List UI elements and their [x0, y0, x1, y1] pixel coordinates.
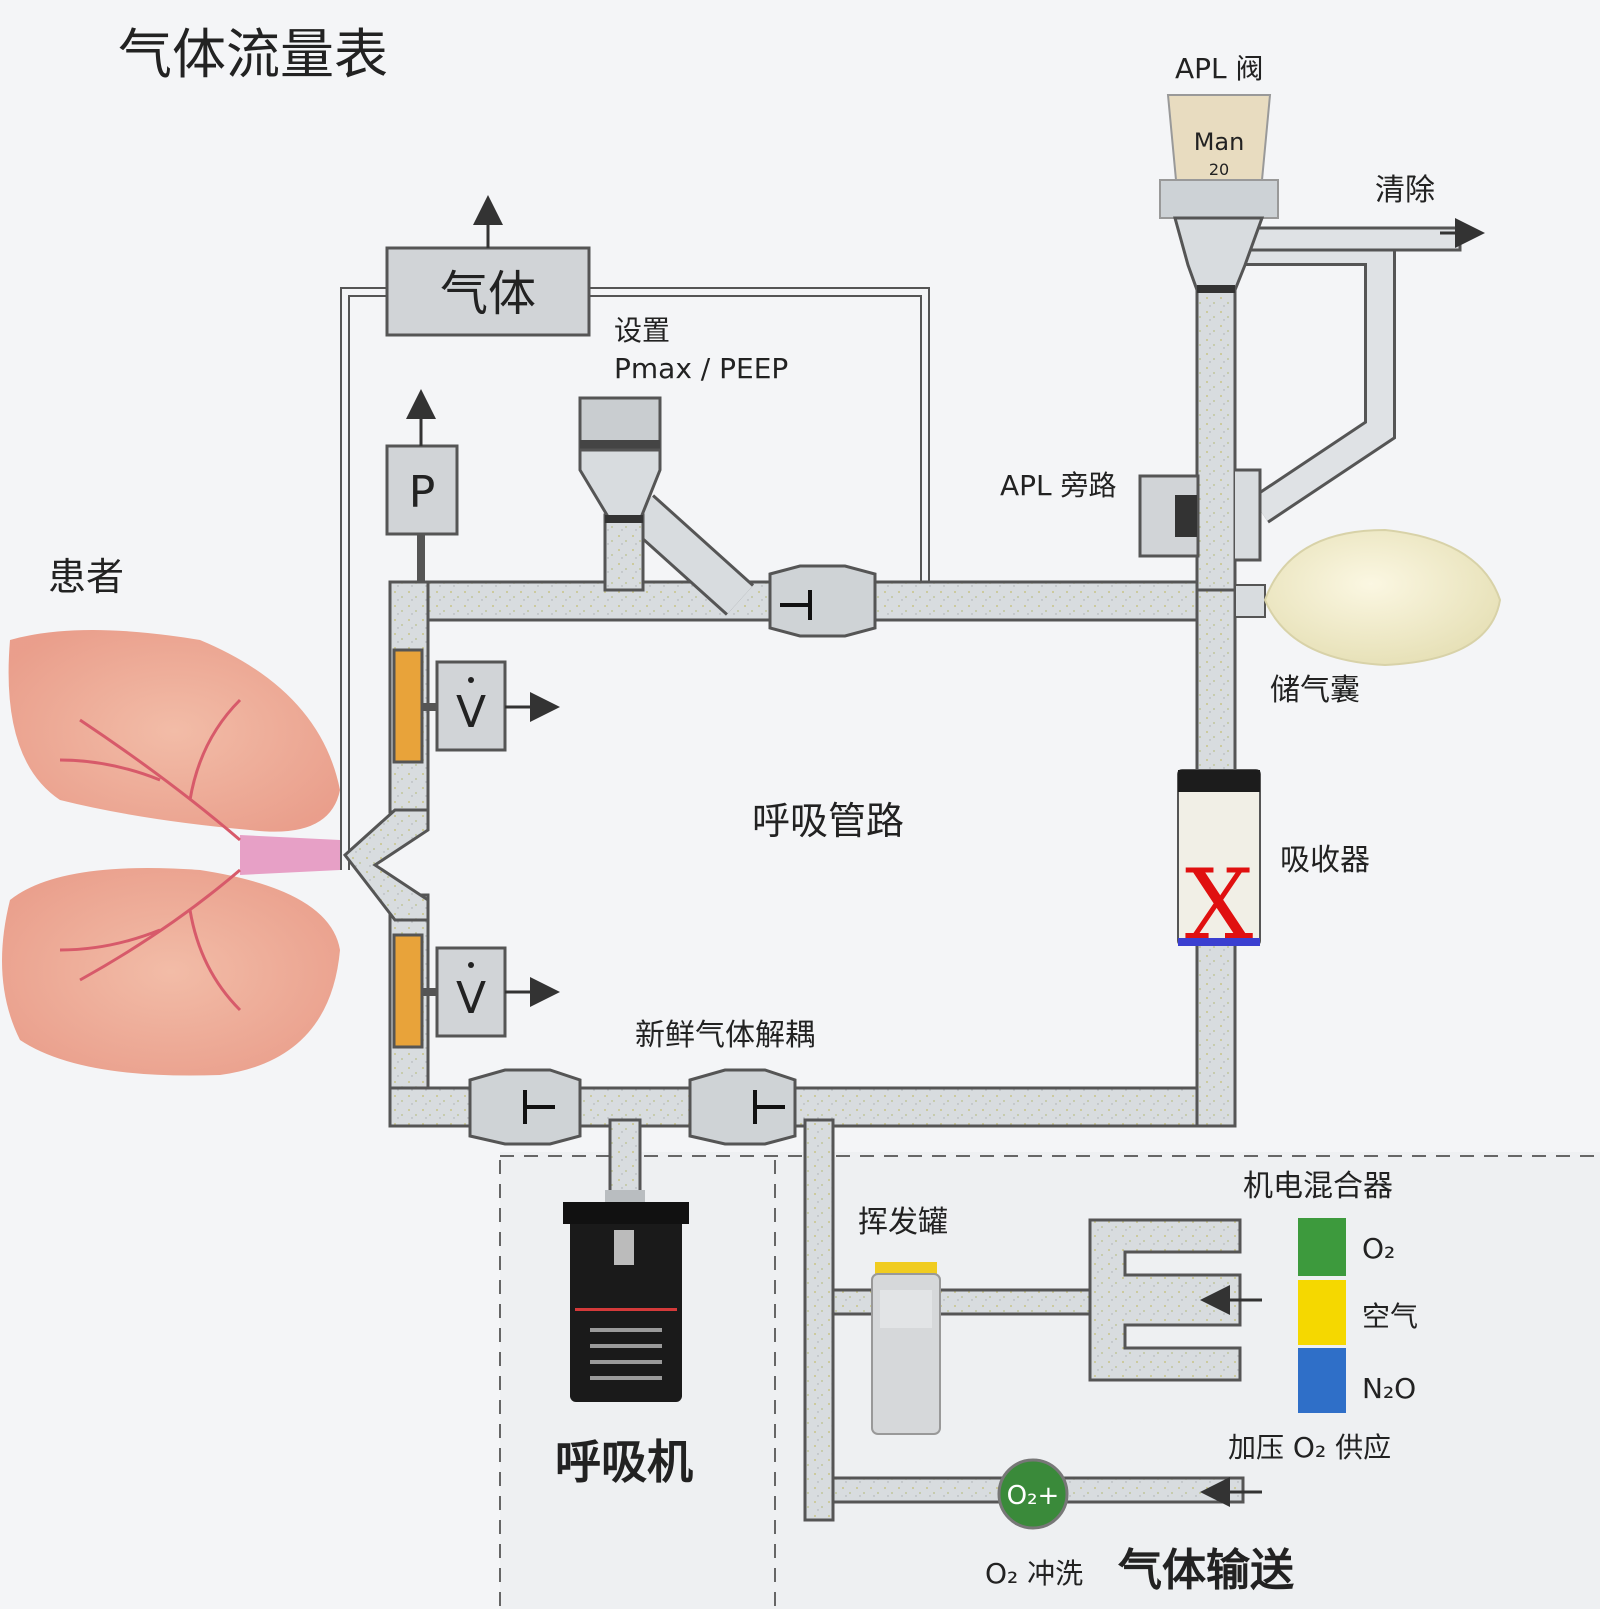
flow-sensor-upper: V	[392, 648, 507, 764]
absorber-label: 吸收器	[1280, 843, 1370, 878]
sample-line-inner	[342, 289, 928, 870]
apl-bypass-valve[interactable]	[1138, 468, 1262, 562]
p-box-label: P	[409, 467, 436, 518]
fresh-gas-decoupling-label: 新鲜气体解耦	[635, 1018, 815, 1053]
scavenge-label: 清除	[1375, 173, 1435, 208]
flow-sensor-lower: V	[392, 933, 507, 1049]
air-gas-label: 空气	[1362, 1300, 1418, 1333]
air-color-block	[1298, 1280, 1346, 1345]
lungs-illustration	[2, 630, 341, 1076]
o2-flush-label: O₂ 冲洗	[985, 1557, 1083, 1590]
n2o-color-block	[1298, 1348, 1346, 1413]
n2o-gas-label: N₂O	[1362, 1372, 1416, 1405]
o2-color-block	[1298, 1218, 1346, 1276]
gas-delivery-label: 气体输送	[1118, 1545, 1294, 1596]
settings-label-line1: 设置	[614, 314, 670, 347]
breathing-circuit-label: 呼吸管路	[752, 799, 904, 843]
page-title: 气体流量表	[118, 23, 388, 86]
reservoir-bag	[1234, 528, 1502, 667]
o2-flush-button-label: O₂+	[1007, 1481, 1060, 1511]
o2-supply-label: 加压 O₂ 供应	[1228, 1431, 1391, 1464]
mixer-label: 机电混合器	[1243, 1169, 1393, 1204]
apl-bypass-label: APL 旁路	[1000, 469, 1117, 502]
electronic-mixer-manifold	[1088, 1218, 1242, 1382]
pressure-sensor-box: P	[385, 444, 459, 582]
fresh-gas-decoupling-valve	[688, 1068, 797, 1146]
gas-delivery-background	[500, 1152, 1600, 1609]
vaporizer-label: 挥发罐	[858, 1205, 948, 1240]
inspiratory-check-valve-1	[468, 1068, 582, 1146]
apl-number-label: 20	[1209, 160, 1229, 179]
pmax-peep-valve	[578, 396, 662, 523]
o2-flush-button[interactable]: O₂+	[997, 1458, 1069, 1530]
v-lower-dot	[468, 962, 474, 968]
vaporizer[interactable]	[871, 1262, 941, 1435]
settings-label-line2: Pmax / PEEP	[614, 352, 788, 385]
apl-man-label: Man	[1194, 128, 1245, 156]
v-lower-label: V	[456, 973, 486, 1024]
co2-absorber: X	[1177, 769, 1261, 961]
v-upper-dot	[468, 677, 474, 683]
apl-valve[interactable]: Man 20	[1159, 94, 1279, 293]
v-upper-label: V	[456, 687, 486, 738]
gas-monitor-box: 气体	[385, 246, 591, 337]
expiratory-check-valve	[768, 564, 877, 638]
o2-gas-label: O₂	[1362, 1232, 1395, 1265]
ventilator-bellows	[563, 1190, 689, 1402]
absorber-x-mark: X	[1185, 849, 1253, 961]
gas-box-label: 气体	[440, 266, 536, 322]
patient-label: 患者	[48, 555, 124, 599]
ventilator-label: 呼吸机	[555, 1435, 693, 1489]
apl-valve-label: APL 阀	[1175, 52, 1264, 85]
reservoir-bag-label: 储气囊	[1270, 673, 1360, 708]
